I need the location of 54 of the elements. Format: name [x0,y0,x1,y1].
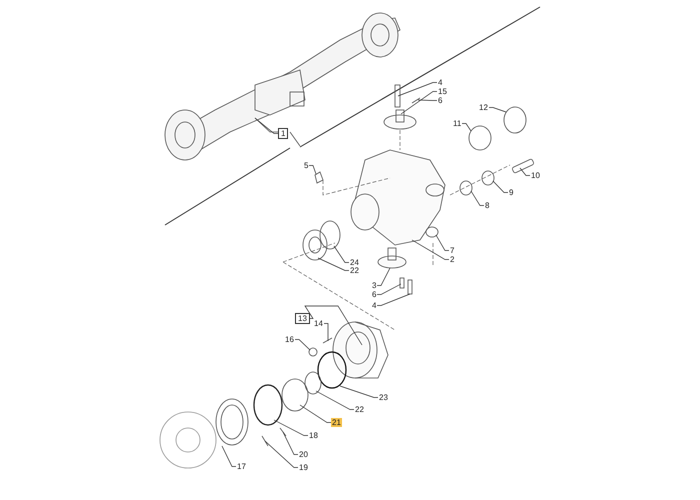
leader-line [488,107,506,112]
callout-number: 18 [308,431,319,440]
callout-number: 13 [295,313,310,324]
leader-line [398,82,438,96]
callout-number: 5 [303,161,310,170]
callout-number: 17 [236,462,247,471]
callout-number: 7 [449,246,456,255]
callout-number: 16 [284,335,295,344]
callout-number: 6 [437,96,444,105]
callout-number: 4 [371,301,378,310]
leader-line [492,180,508,193]
callout-number: 14 [313,319,324,328]
callout-number: 4 [437,78,444,87]
callout-number: 2 [449,255,456,264]
callout-number: 22 [354,405,365,414]
leader-line [376,294,410,306]
leader-line [470,190,484,206]
leader-line [376,284,402,295]
leader-line [282,432,298,455]
leader-line [400,91,438,114]
callout-number: 21 [331,418,342,427]
callout-number: 3 [371,281,378,290]
callout-number: 20 [298,450,309,459]
leader-line [418,100,438,101]
callout-number: 22 [349,266,360,275]
leader-line [334,246,350,263]
callout-number: 23 [378,393,389,402]
leader-line [222,446,236,467]
callout-number: 9 [508,188,514,197]
leader-line [308,165,316,174]
leader-line [274,420,308,436]
callout-number: 6 [371,290,378,299]
leader-line [304,306,362,346]
callout-number: 11 [452,119,462,128]
leader-line [264,440,298,468]
leader-line [376,268,390,286]
leader-line [436,234,450,251]
leader-line [300,404,332,423]
leader-line [340,386,378,398]
leader-line [324,323,328,342]
callout-number: 12 [478,103,489,112]
callout-number: 1 [278,128,288,139]
callout-number: 24 [349,258,360,267]
leader-line [462,123,472,132]
callout-number: 15 [437,87,448,96]
callout-number: 8 [484,201,490,210]
leader-line [316,390,354,410]
leader-line [294,339,310,350]
leader-line [254,118,278,134]
leader-line [412,240,450,260]
leader-line [520,168,530,176]
callout-number: 19 [298,463,309,472]
leader-line [318,258,350,271]
callout-number: 10 [530,171,541,180]
